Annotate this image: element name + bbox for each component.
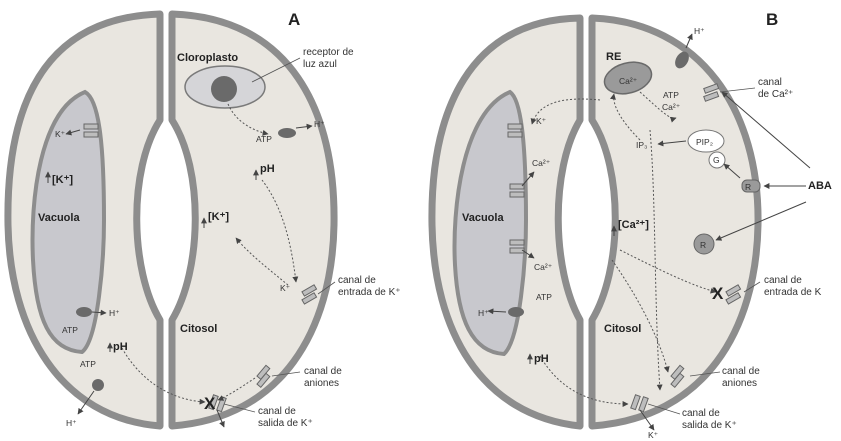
k-inward-channel-label-1: canal de [338, 275, 376, 286]
ca-er-label: Ca²⁺ [619, 76, 638, 86]
blue-light-receptor [211, 76, 237, 102]
atp-vacuole-label-b: ATP [536, 292, 552, 302]
receptor-label-line1: receptor de [303, 47, 354, 58]
er-label: RE [606, 51, 621, 63]
h-vacuole-label: H⁺ [109, 308, 120, 318]
panel-b-letter: B [766, 10, 778, 29]
atp-vacuole-label: ATP [62, 325, 78, 335]
chloroplast-label: Cloroplasto [177, 52, 238, 64]
k-inward-channel-label-b-2: entrada de K [764, 287, 822, 298]
receptor-label-line2: luz azul [303, 59, 337, 70]
k-inward-channel-label-2: entrada de K⁺ [338, 287, 401, 298]
anion-channel-label-1: canal de [304, 366, 342, 377]
ca-top-label: Ca²⁺ [662, 102, 681, 112]
k-outward-channel-label-1: canal de [258, 406, 296, 417]
receptor-label-1: R [745, 182, 751, 192]
ph-label-b: pH [534, 353, 549, 365]
aba-label: ABA [808, 180, 832, 192]
pip2-label: PIP₂ [696, 137, 713, 147]
g-protein-label: G [713, 155, 720, 165]
h-plus-label: H⁺ [314, 119, 325, 129]
vacuole-pump-a [76, 307, 92, 317]
atp-out-label: ATP [80, 359, 96, 369]
vacuole-pump-b [508, 307, 524, 317]
receptor-label-2: R [700, 240, 706, 250]
ip3-label: IP₃ [636, 140, 648, 150]
blocked-channel-x-a: X [204, 394, 216, 413]
ca-channel-label-1: canal [758, 77, 782, 88]
panel-a: A Cloroplasto receptor de luz azul H⁺ AT… [8, 10, 401, 429]
ca-vacuole-label-1: Ca²⁺ [532, 158, 551, 168]
k-inward-channel-label-b-1: canal de [764, 275, 802, 286]
anion-channel-label-2: aniones [304, 378, 339, 389]
cytosol-label-a: Citosol [180, 323, 217, 335]
k-vacuole-ion-label: K⁺ [55, 129, 66, 139]
atp-label-b: ATP [663, 90, 679, 100]
k-vacuole-label-b: K⁺ [536, 116, 547, 126]
panel-a-letter: A [288, 10, 300, 29]
k-cytosol-label: [K⁺] [208, 211, 229, 223]
panel-b: B RE Ca²⁺ H⁺ ATP Ca²⁺ canal de Ca²⁺ IP₃ … [432, 10, 832, 440]
atp-label: ATP [256, 134, 272, 144]
anion-channel-label-b-2: aniones [722, 378, 757, 389]
ca-conc-label: [Ca²⁺] [618, 219, 649, 231]
h-out-label: H⁺ [66, 418, 77, 428]
blocked-channel-x-b: X [712, 284, 724, 303]
ca-channel-label-2: de Ca²⁺ [758, 89, 793, 100]
ph-bottom-label: pH [113, 341, 128, 353]
ca-vacuole-label-2: Ca²⁺ [534, 262, 553, 272]
h-top-label: H⁺ [694, 26, 705, 36]
k-outward-channel-label-b-2: salida de K⁺ [682, 420, 737, 431]
ph-cytosol-label: pH [260, 163, 275, 175]
k-out-label-b: K⁺ [648, 430, 659, 440]
vacuole-label-a: Vacuola [38, 212, 80, 224]
h-vacuole-label-b: H⁺ [478, 308, 489, 318]
membrane-pump-a [92, 379, 104, 391]
vacuole-label-b: Vacuola [462, 212, 504, 224]
cytosol-label-b: Citosol [604, 323, 641, 335]
k-vacuole-conc-label: [K⁺] [52, 174, 73, 186]
k-outward-channel-label-b-1: canal de [682, 408, 720, 419]
anion-channel-label-b-1: canal de [722, 366, 760, 377]
k-outward-channel-label-2: salida de K⁺ [258, 418, 313, 429]
proton-pump-a [278, 128, 296, 138]
k-channel-ion-label: K⁺ [280, 283, 291, 293]
